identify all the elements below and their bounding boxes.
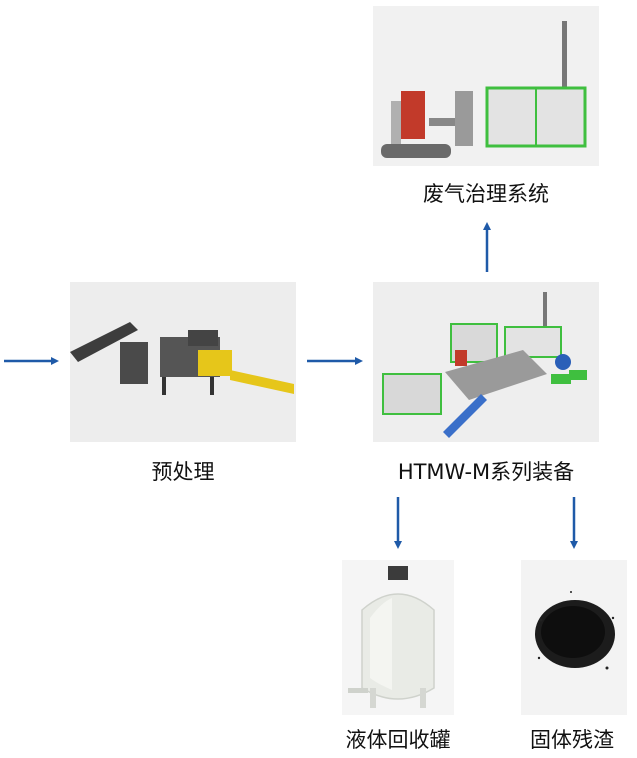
- htmw-image: [373, 282, 599, 442]
- exhaust-system-image: [373, 6, 599, 166]
- exhaust-label: 废气治理系统: [423, 182, 549, 206]
- pretreat-label: 预处理: [151, 460, 215, 484]
- htmw-label: HTMW-M系列装备: [397, 460, 575, 484]
- pretreat-image: [70, 282, 296, 442]
- liquid-label: 液体回收罐: [345, 728, 451, 752]
- solid-residue-image: [521, 560, 627, 715]
- liquid-tank-image: [342, 560, 454, 715]
- solid-label: 固体残渣: [530, 728, 614, 752]
